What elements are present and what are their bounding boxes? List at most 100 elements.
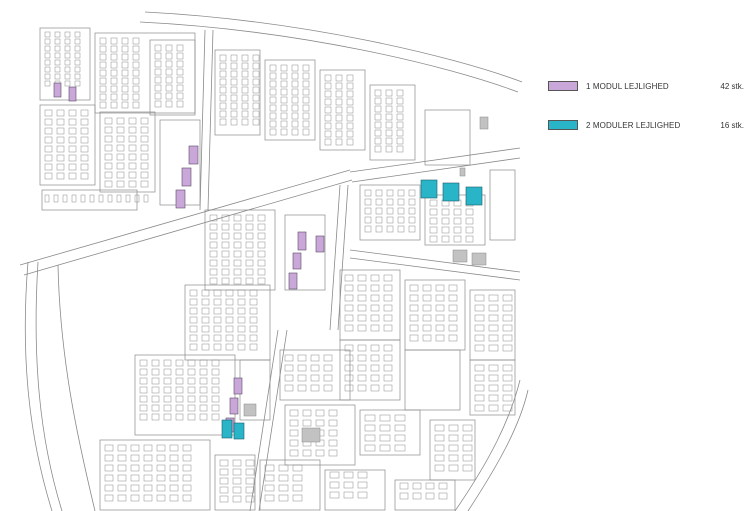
- house-outline: [245, 232, 254, 240]
- house-outline: [344, 314, 354, 322]
- two-module-unit: [233, 422, 245, 440]
- house-outline: [117, 484, 127, 492]
- road-line: [139, 21, 519, 93]
- house-outline: [335, 82, 343, 90]
- house-outline: [343, 471, 354, 479]
- house-outline: [252, 110, 260, 118]
- house-outline: [328, 409, 338, 417]
- house-outline: [139, 413, 148, 421]
- house-outline: [132, 85, 140, 93]
- house-outline: [502, 344, 513, 352]
- house-outline: [409, 304, 419, 312]
- house-outline: [357, 374, 367, 382]
- house-outline: [379, 424, 391, 432]
- two-module-units-layer: [221, 179, 483, 440]
- house-outline: [99, 77, 107, 85]
- house-outline: [383, 324, 393, 332]
- house-outline: [237, 289, 246, 297]
- houses-layer: [44, 31, 513, 503]
- house-outline: [343, 481, 354, 489]
- house-outline: [44, 73, 51, 80]
- road-line: [337, 184, 349, 331]
- house-outline: [232, 459, 242, 467]
- house-outline: [68, 118, 77, 126]
- house-outline: [165, 76, 173, 84]
- house-outline: [245, 459, 255, 467]
- house-outline: [201, 343, 210, 351]
- house-outline: [488, 304, 499, 312]
- house-outline: [121, 101, 129, 109]
- road-line: [57, 264, 96, 511]
- house-outline: [219, 486, 229, 494]
- house-outline: [44, 163, 53, 171]
- house-outline: [116, 194, 122, 203]
- house-outline: [396, 129, 404, 137]
- house-outline: [44, 194, 50, 203]
- house-outline: [375, 189, 383, 197]
- house-outline: [408, 207, 416, 215]
- house-outline: [441, 226, 450, 234]
- house-outline: [169, 464, 179, 472]
- house-outline: [99, 61, 107, 69]
- house-outline: [448, 324, 458, 332]
- house-outline: [154, 92, 162, 100]
- house-outline: [237, 343, 246, 351]
- house-outline: [346, 122, 354, 130]
- house-outline: [54, 31, 61, 38]
- house-outline: [335, 114, 343, 122]
- house-outline: [394, 434, 406, 442]
- house-outline: [397, 225, 405, 233]
- house-outline: [448, 294, 458, 302]
- house-outline: [375, 198, 383, 206]
- house-outline: [74, 38, 81, 45]
- house-outline: [357, 344, 367, 352]
- house-outline: [252, 54, 260, 62]
- house-outline: [323, 364, 333, 372]
- house-outline: [346, 98, 354, 106]
- house-outline: [99, 45, 107, 53]
- house-outline: [134, 194, 140, 203]
- house-outline: [502, 324, 513, 332]
- house-outline: [56, 127, 65, 135]
- house-outline: [438, 492, 448, 500]
- house-outline: [116, 180, 125, 188]
- house-outline: [139, 386, 148, 394]
- house-outline: [44, 45, 51, 52]
- two-module-unit: [465, 186, 483, 206]
- house-outline: [219, 86, 227, 94]
- house-outline: [176, 84, 184, 92]
- house-outline: [68, 163, 77, 171]
- house-outline: [165, 44, 173, 52]
- house-outline: [502, 394, 513, 402]
- house-outline: [64, 31, 71, 38]
- house-outline: [213, 343, 222, 351]
- house-outline: [132, 61, 140, 69]
- house-outline: [396, 137, 404, 145]
- house-outline: [397, 189, 405, 197]
- house-outline: [199, 404, 208, 412]
- house-outline: [374, 129, 382, 137]
- house-outline: [280, 120, 288, 128]
- house-outline: [396, 97, 404, 105]
- house-outline: [383, 384, 393, 392]
- house-outline: [374, 145, 382, 153]
- house-outline: [386, 189, 394, 197]
- road-line: [467, 389, 529, 511]
- house-outline: [187, 386, 196, 394]
- road-line: [349, 147, 521, 173]
- one-module-unit: [292, 252, 302, 270]
- house-outline: [219, 459, 229, 467]
- house-outline: [74, 45, 81, 52]
- house-outline: [408, 216, 416, 224]
- house-outline: [488, 294, 499, 302]
- plot-block: [369, 84, 416, 161]
- house-outline: [245, 259, 254, 267]
- house-outline: [289, 419, 299, 427]
- house-outline: [151, 368, 160, 376]
- house-outline: [435, 324, 445, 332]
- house-outline: [175, 359, 184, 367]
- house-outline: [245, 486, 255, 494]
- house-outline: [104, 135, 113, 143]
- house-outline: [187, 413, 196, 421]
- house-outline: [201, 298, 210, 306]
